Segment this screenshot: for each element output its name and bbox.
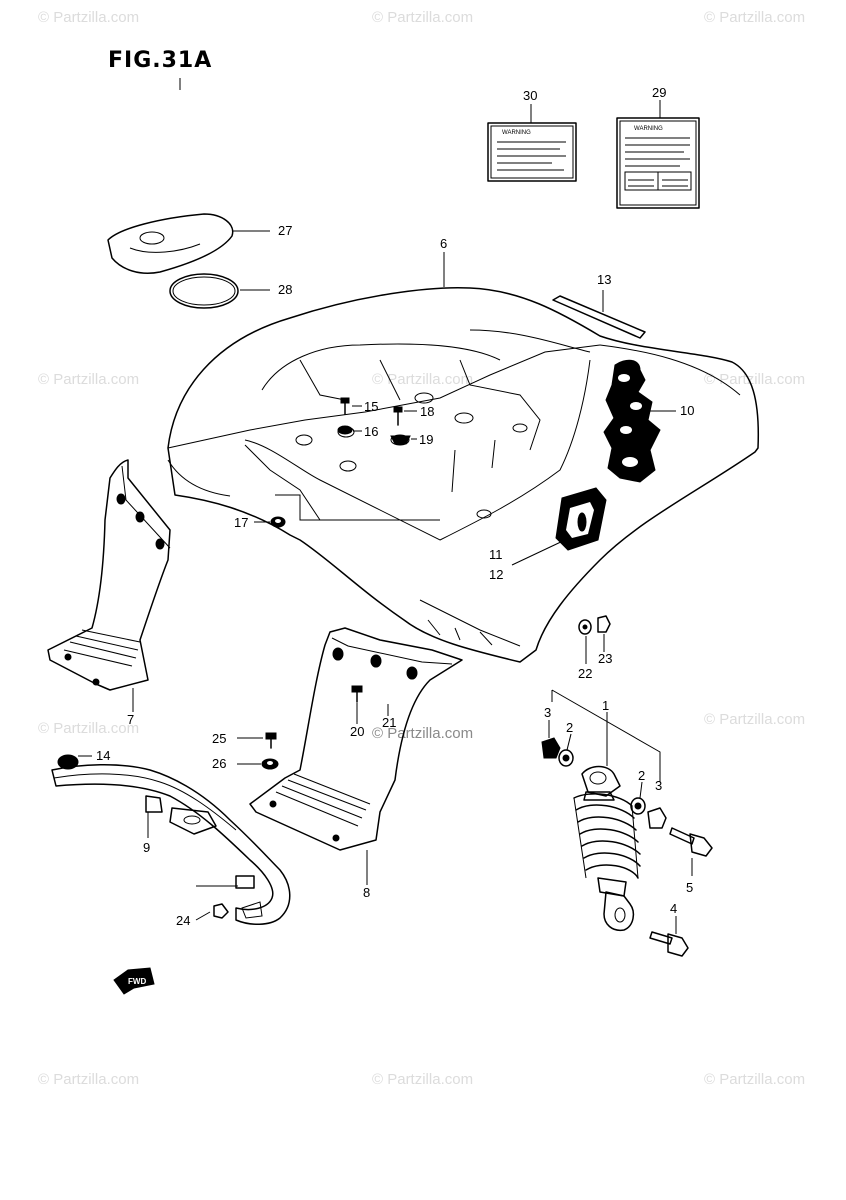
watermark: © Partzilla.com [38, 1071, 139, 1088]
warning-label-text: WARNING [502, 130, 531, 136]
leader-line [551, 689, 661, 782]
watermark: © Partzilla.com [704, 711, 805, 728]
reflector-11 [555, 487, 607, 551]
callout-13: 13 [597, 272, 611, 287]
watermark: © Partzilla.com [372, 1071, 473, 1088]
leader-line [511, 539, 566, 566]
watermark: © Partzilla.com [704, 1071, 805, 1088]
callout-10: 10 [680, 403, 694, 418]
nut-23 [597, 615, 611, 633]
shock-spring [573, 793, 641, 879]
mud-flap-7 [47, 459, 171, 691]
watermark: © Partzilla.com [372, 9, 473, 26]
bolt-4 [649, 931, 689, 957]
leader-line [566, 733, 572, 751]
callout-9: 9 [143, 840, 150, 855]
callout-1: 1 [602, 698, 609, 713]
watermark: © Partzilla.com [38, 371, 139, 388]
o-ring-28 [169, 273, 239, 309]
callout-3a: 3 [544, 705, 551, 720]
callout-8: 8 [363, 885, 370, 900]
emblem-10 [603, 359, 661, 483]
bolt-15 [340, 397, 350, 415]
washer-2-right [630, 797, 646, 815]
watermark: © Partzilla.com [38, 9, 139, 26]
callout-22: 22 [578, 666, 592, 681]
callout-25: 25 [212, 731, 226, 746]
callout-21: 21 [382, 715, 396, 730]
callout-20: 20 [350, 724, 364, 739]
washer-2-left [558, 749, 574, 767]
watermark: © Partzilla.com [372, 725, 473, 742]
callout-24: 24 [176, 913, 190, 928]
callout-4: 4 [670, 901, 677, 916]
watermark: © Partzilla.com [704, 9, 805, 26]
fwd-label: FWD [128, 977, 146, 986]
leader-line [195, 911, 211, 921]
callout-23: 23 [598, 651, 612, 666]
bolt-25 [265, 732, 277, 749]
callout-7: 7 [127, 712, 134, 727]
end-cap-14 [57, 754, 79, 770]
callout-11: 11 [489, 547, 503, 562]
warning-label-text: WARNING [634, 126, 663, 132]
callout-2a: 2 [566, 720, 573, 735]
callout-17: 17 [234, 515, 248, 530]
callout-2b: 2 [638, 768, 645, 783]
rear-fender-6 [167, 286, 760, 663]
washer-26 [261, 758, 279, 770]
collar-3-left [541, 737, 561, 759]
leader-line [639, 781, 643, 799]
watermark: © Partzilla.com [38, 720, 139, 737]
collar-3-right [647, 807, 667, 829]
callout-18: 18 [420, 404, 434, 419]
callout-27: 27 [278, 223, 292, 238]
nut-19 [390, 435, 411, 445]
bolt-18 [393, 406, 403, 426]
warning-label-29: WARNING [616, 117, 700, 209]
callout-29: 29 [652, 85, 666, 100]
callout-19: 19 [419, 432, 433, 447]
callout-12: 12 [489, 567, 503, 582]
callout-5: 5 [686, 880, 693, 895]
shock-absorber-1 [573, 765, 641, 932]
callout-28: 28 [278, 282, 292, 297]
grommet-17 [270, 516, 286, 528]
mud-flap-8 [249, 627, 463, 851]
callout-3b: 3 [655, 778, 662, 793]
watermark: © Partzilla.com [704, 371, 805, 388]
strip-13 [552, 295, 646, 339]
washer-22 [578, 619, 592, 635]
callout-16: 16 [364, 424, 378, 439]
callout-30: 30 [523, 88, 537, 103]
cap-cover-27 [107, 213, 234, 274]
bolt-20 [351, 685, 363, 703]
bolt-5 [669, 827, 713, 857]
callout-14: 14 [96, 748, 110, 763]
fwd-arrow-icon: FWD [113, 967, 155, 995]
callout-6: 6 [440, 236, 447, 251]
callout-26: 26 [212, 756, 226, 771]
callout-15: 15 [364, 399, 378, 414]
grab-bar-9 [51, 764, 291, 925]
figure-title: FIG.31A [108, 48, 213, 73]
watermarks: © Partzilla.com © Partzilla.com © Partzi… [38, 9, 805, 1088]
washer-16 [337, 425, 353, 435]
watermark: © Partzilla.com [372, 371, 473, 388]
warning-label-30: WARNING [487, 122, 577, 182]
